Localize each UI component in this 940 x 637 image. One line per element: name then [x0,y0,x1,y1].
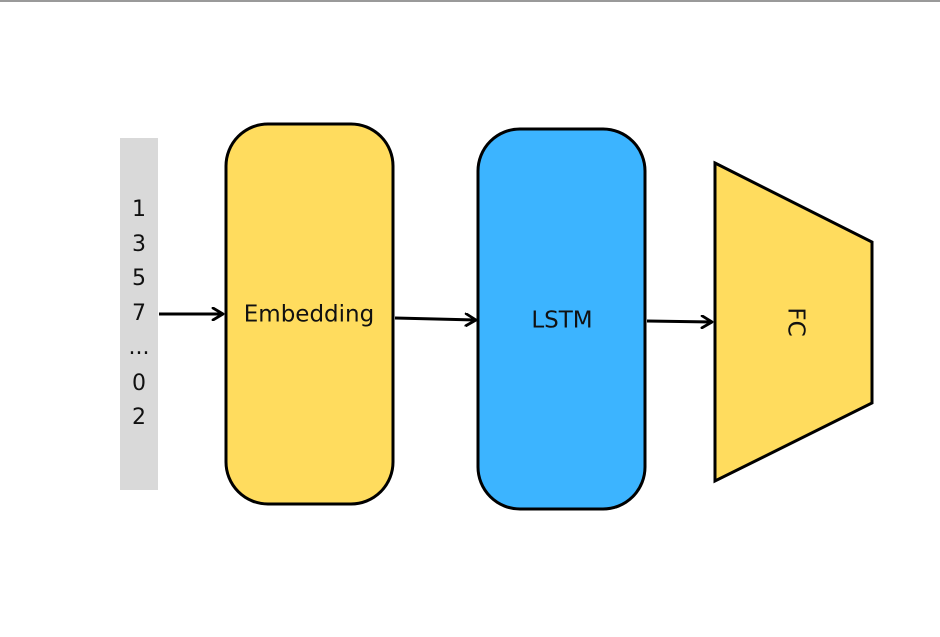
fc-block [713,160,874,484]
lstm-label: LSTM [531,308,592,334]
input-token: ... [129,335,150,360]
input-token: 3 [132,232,146,257]
input-token: 1 [132,197,146,222]
top-border [0,0,940,2]
input-token: 7 [132,301,146,326]
input-token: 0 [132,371,146,396]
embedding-label: Embedding [244,302,374,328]
fc-label: FC [783,307,809,336]
arrow-lstm-to-fc [646,321,712,322]
embedding-block [224,122,395,506]
input-token: 2 [132,405,146,430]
lstm-block [476,127,647,511]
input-token: 5 [132,266,146,291]
input-sequence-strip [120,138,158,490]
arrow-embedding-to-lstm [394,318,476,320]
